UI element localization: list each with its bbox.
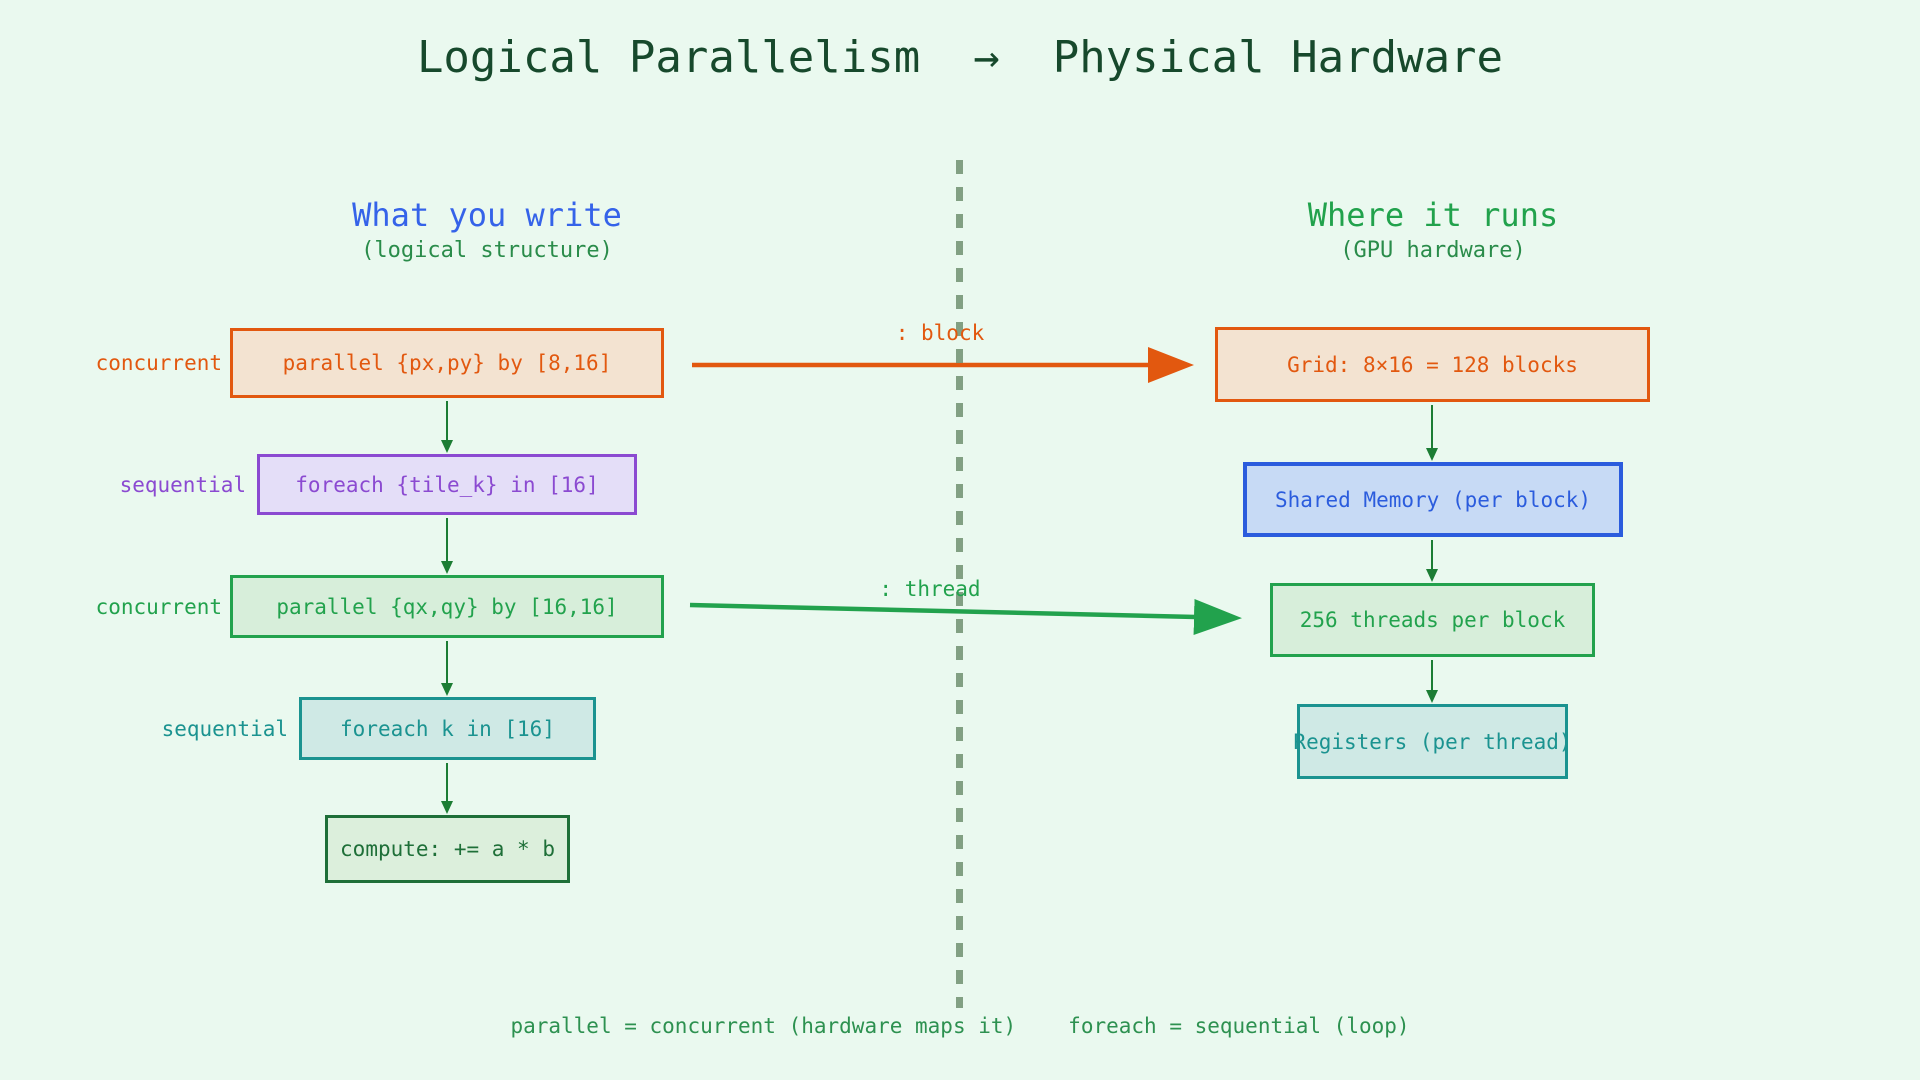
annotation-concurrent-1: concurrent (95, 351, 222, 375)
block-arrow-label: : block (895, 321, 985, 345)
node-foreach-tile-k: foreach {tile_k} in [16] (257, 454, 637, 515)
annotation-sequential-1: sequential (119, 473, 246, 497)
thread-mapping-arrow (689, 598, 1242, 635)
node-compute: compute: += a * b (325, 815, 570, 883)
annotation-concurrent-2: concurrent (95, 595, 222, 619)
node-parallel-qx-qy: parallel {qx,qy} by [16,16] (230, 575, 664, 638)
node-shared-memory: Shared Memory (per block) (1243, 462, 1623, 537)
page-title: Logical Parallelism → Physical Hardware (416, 32, 1504, 83)
node-parallel-px-py: parallel {px,py} by [8,16] (230, 328, 664, 398)
left-column-title: What you write (352, 196, 622, 234)
legend-caption: parallel = concurrent (hardware maps it)… (0, 1014, 1920, 1038)
left-column-subtitle: (logical structure) (361, 238, 613, 263)
node-threads-per-block: 256 threads per block (1270, 583, 1595, 657)
right-column-subtitle: (GPU hardware) (1340, 238, 1526, 263)
node-foreach-k: foreach k in [16] (299, 697, 596, 760)
right-column-title: Where it runs (1307, 196, 1559, 234)
legend-foreach: foreach = sequential (loop) (1068, 1014, 1410, 1038)
thread-arrow-label: : thread (879, 577, 981, 601)
node-registers: Registers (per thread) (1293, 704, 1572, 779)
column-divider (956, 160, 963, 1008)
annotation-sequential-2: sequential (161, 717, 288, 741)
legend-parallel: parallel = concurrent (hardware maps it) (510, 1014, 1017, 1038)
node-grid-blocks: Grid: 8×16 = 128 blocks (1215, 327, 1650, 402)
